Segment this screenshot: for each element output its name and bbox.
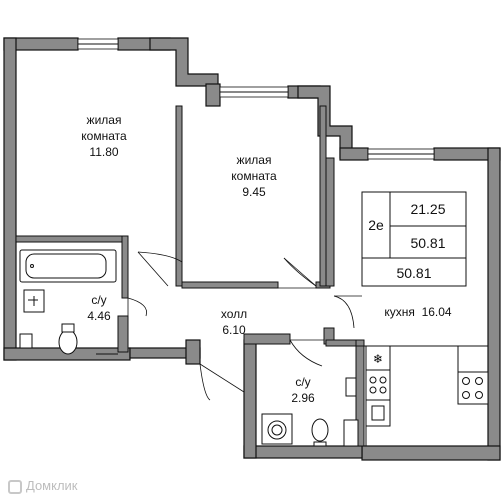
room-living1-label: жилая комната 11.80 bbox=[81, 113, 127, 159]
room-bath1-label: с/у 4.46 bbox=[87, 293, 111, 323]
room-living2-label: жилая комната 9.45 bbox=[231, 153, 277, 199]
area-value-2: 50.81 bbox=[410, 235, 446, 251]
apartment-type: 2е bbox=[368, 217, 384, 233]
info-box bbox=[361, 191, 467, 287]
living-area-value: 21.25 bbox=[410, 201, 446, 217]
interior-partitions bbox=[15, 105, 365, 447]
doors bbox=[127, 251, 362, 401]
svg-text:❄: ❄ bbox=[373, 352, 383, 366]
room-kitchen-label: кухня 16.04 bbox=[384, 305, 452, 319]
room-bath2-label: с/у 2.96 bbox=[291, 375, 315, 405]
watermark: Домклик bbox=[8, 478, 78, 494]
domclick-logo-icon bbox=[8, 480, 22, 494]
kitchen-fixtures: ❄ bbox=[334, 345, 489, 446]
windows bbox=[77, 38, 435, 160]
room-hall-label: холл 6.10 bbox=[220, 307, 248, 337]
total-area-value: 50.81 bbox=[396, 265, 432, 281]
bath1-fixtures bbox=[19, 249, 118, 355]
bath2-fixtures bbox=[261, 377, 359, 447]
